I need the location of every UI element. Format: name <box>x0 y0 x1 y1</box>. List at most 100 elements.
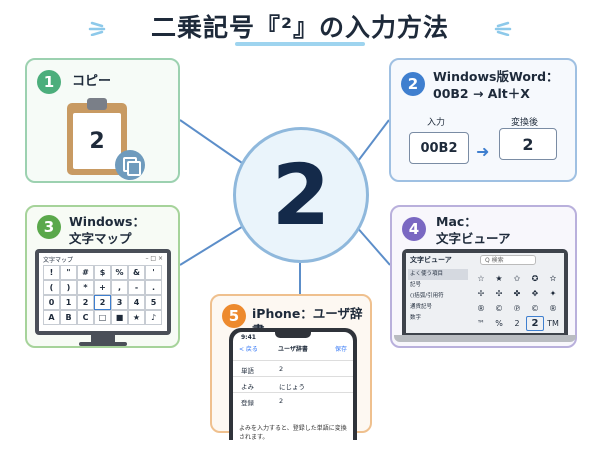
symbol-cell[interactable]: ℗ <box>513 304 521 313</box>
clipboard-icon: 2 <box>67 98 127 175</box>
symbol-cell[interactable]: 2 <box>526 316 544 331</box>
method-heading-line1: Windows版Word： <box>433 69 559 84</box>
monitor-stand <box>91 335 115 343</box>
row-value[interactable]: にじょう <box>279 383 305 391</box>
charmap-cell[interactable]: - <box>128 280 145 295</box>
symbol-cell[interactable]: ® <box>549 304 557 313</box>
input-label: 入力 <box>427 118 446 128</box>
symbol-cell[interactable]: ✣ <box>495 289 503 298</box>
symbol-cell[interactable]: © <box>531 304 539 313</box>
category-item[interactable]: 記号 <box>410 282 422 288</box>
save-button[interactable]: 保存 <box>334 346 347 353</box>
charmap-cell[interactable]: * <box>77 280 94 295</box>
method-heading: コピー <box>72 74 112 89</box>
row-key: よみ <box>241 383 254 391</box>
connector-line-4 <box>354 224 391 266</box>
symbol-cell[interactable]: TM <box>547 319 559 328</box>
dictionary-row[interactable]: 登録 2 <box>233 392 353 407</box>
arrow-right-icon: ➜ <box>476 142 490 161</box>
charmap-cell[interactable]: , <box>111 280 128 295</box>
charmap-cell[interactable]: 1 <box>60 295 77 310</box>
charmap-cell[interactable]: ★ <box>128 310 145 325</box>
laptop-base <box>394 335 576 342</box>
charmap-cell[interactable]: ' <box>145 265 162 280</box>
charmap-cell[interactable]: % <box>111 265 128 280</box>
charmap-cell[interactable]: ! <box>43 265 60 280</box>
row-key: 登録 <box>241 399 254 407</box>
symbol-cell[interactable]: ✤ <box>513 289 521 298</box>
row-value[interactable]: 2 <box>279 365 284 373</box>
dictionary-row[interactable]: よみ にじょう <box>233 376 353 391</box>
charmap-cell[interactable]: ) <box>60 280 77 295</box>
laptop-illustration: 文字ビューア Q 検索 よく使う項目記号 ()括弧/引用符通貨記号数字 ☆ ★ ✩ ✪ ✫… <box>394 249 576 342</box>
charmap-cell[interactable]: ♪ <box>145 310 162 325</box>
viewer-title: 文字ビューア <box>410 256 452 264</box>
category-item[interactable]: よく使う項目 <box>408 269 468 280</box>
charmap-cell[interactable]: C <box>77 310 94 325</box>
symbol-cell[interactable]: ™ <box>477 319 485 328</box>
method-card-word: 2 Windows版Word： 00B2 → Alt＋X 入力 00B2 ➜ 変… <box>389 58 577 182</box>
symbol-cell[interactable]: % <box>495 319 503 328</box>
copy-icon <box>115 150 145 180</box>
charmap-cell[interactable]: ■ <box>111 310 128 325</box>
category-item[interactable]: 数字 <box>410 315 422 321</box>
category-item[interactable]: 通貨記号 <box>410 304 433 310</box>
method-heading-line2: 00B2 → Alt＋X <box>433 86 530 101</box>
symbol-cell[interactable]: ✢ <box>477 289 485 298</box>
category-item[interactable]: ()括弧/引用符 <box>410 293 444 299</box>
page-title: 二乗記号『²』の入力方法 <box>0 8 600 44</box>
window-controls: – □ × <box>145 255 163 262</box>
symbol-cell[interactable]: ☆ <box>477 274 485 283</box>
symbol-cell[interactable]: 2 <box>514 319 520 328</box>
phone-notch <box>275 332 311 338</box>
charmap-cell[interactable]: + <box>94 280 111 295</box>
method-card-charmap: 3 Windows： 文字マップ 文字マップ – □ × !"#$%&'()*+… <box>25 205 180 348</box>
character-viewer-window: 文字ビューア Q 検索 よく使う項目記号 ()括弧/引用符通貨記号数字 ☆ ★ ✩ ✪ ✫… <box>406 253 564 333</box>
symbol-cell[interactable]: ✪ <box>531 274 539 283</box>
monitor-base <box>79 342 127 346</box>
search-input[interactable]: Q 検索 <box>480 255 536 265</box>
output-symbol-box: 2 <box>499 128 557 160</box>
symbol-cell[interactable]: ® <box>477 304 485 313</box>
charmap-cell[interactable]: 5 <box>145 295 162 310</box>
method-card-mac-viewer: 4 Mac： 文字ビューア 文字ビューア Q 検索 よく使う項目記号()括弧/引… <box>390 205 577 348</box>
charmap-cell[interactable]: " <box>60 265 77 280</box>
symbol-cell[interactable]: ★ <box>495 274 503 283</box>
charmap-cell[interactable]: □ <box>94 310 111 325</box>
charmap-cell[interactable]: A <box>43 310 60 325</box>
row-value[interactable]: 2 <box>279 397 284 405</box>
symbol-cell[interactable]: ✥ <box>531 289 539 298</box>
charmap-cell[interactable]: 4 <box>128 295 145 310</box>
status-time: 9:41 <box>241 334 256 341</box>
symbol-cell[interactable]: ✫ <box>549 274 557 283</box>
title-text: 二乗記号『²』の入力方法 <box>151 13 449 42</box>
symbol-cell[interactable]: ✦ <box>549 289 557 298</box>
step-badge: 4 <box>402 217 426 241</box>
sparkle-decoration-icon <box>494 21 512 36</box>
center-symbol-circle: 2 <box>233 127 369 263</box>
charmap-cell[interactable]: 2 <box>77 295 94 310</box>
method-card-copy: 1 コピー 2 <box>25 58 180 183</box>
charmap-cell[interactable]: 3 <box>111 295 128 310</box>
clipboard-text: 2 <box>73 113 121 169</box>
charmap-cell[interactable]: $ <box>94 265 111 280</box>
method-heading-line2: 文字ビューア <box>436 231 511 246</box>
charmap-cell[interactable]: # <box>77 265 94 280</box>
charmap-cell[interactable]: . <box>145 280 162 295</box>
charmap-cell[interactable]: 2 <box>94 295 111 310</box>
method-heading-line2: 文字マップ <box>69 231 132 246</box>
charmap-cell[interactable]: ( <box>43 280 60 295</box>
symbol-cell[interactable]: © <box>495 304 503 313</box>
charmap-cell[interactable]: & <box>128 265 145 280</box>
symbol-cell[interactable]: ✩ <box>513 274 521 283</box>
charmap-cell[interactable]: 0 <box>43 295 60 310</box>
method-heading-line1: Windows： <box>69 214 145 229</box>
step-badge: 2 <box>401 72 425 96</box>
charmap-cell[interactable]: B <box>60 310 77 325</box>
center-symbol: 2 <box>271 146 331 244</box>
back-button[interactable]: < 戻る <box>239 346 258 353</box>
